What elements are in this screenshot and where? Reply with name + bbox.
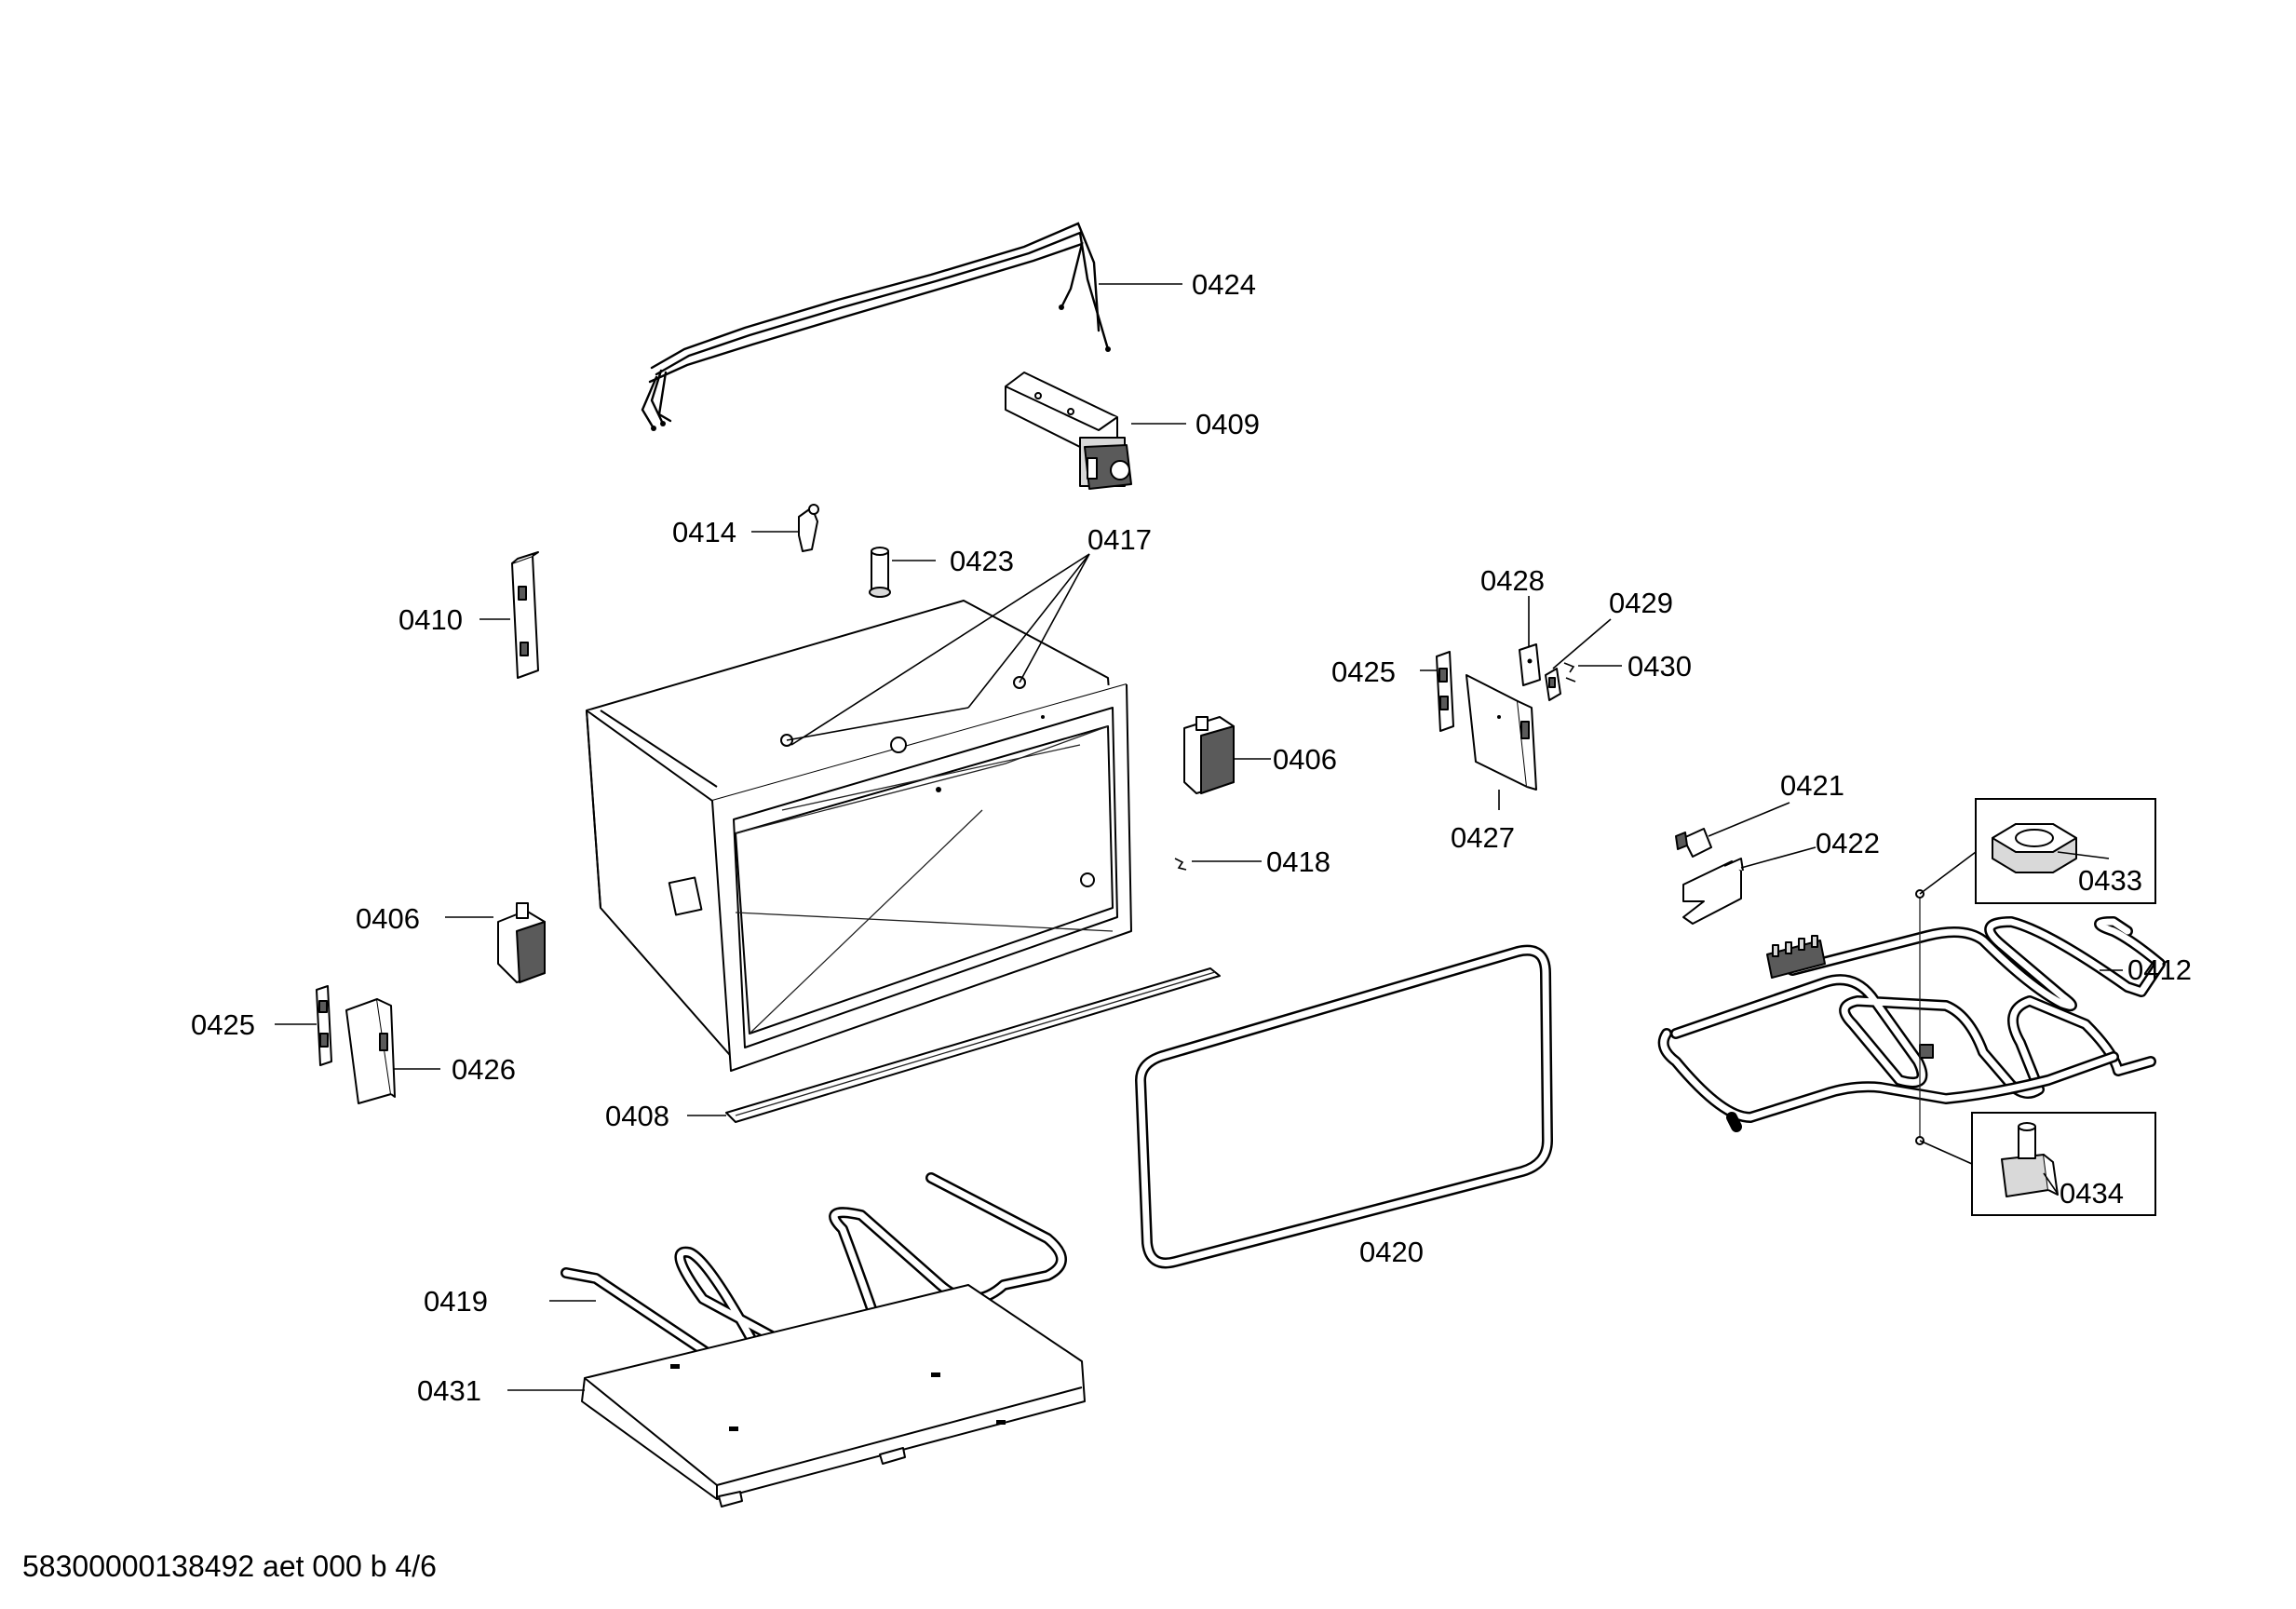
clip-0421 [1675, 828, 1712, 858]
document-reference: 58300000138492 aet 000 b 4/6 [22, 1549, 437, 1583]
label-0433: 0433 [2078, 864, 2142, 897]
label-0419: 0419 [424, 1285, 488, 1318]
clip-0414 [798, 504, 819, 552]
label-0430: 0430 [1627, 650, 1692, 683]
detail-box-0434 [1919, 1112, 2156, 1216]
clip-0429 [1545, 668, 1561, 701]
label-0408: 0408 [605, 1100, 669, 1132]
strip-0408 [725, 967, 1221, 1123]
lamp-housing-0406-left [497, 902, 546, 983]
label-0410: 0410 [398, 603, 463, 636]
plate-0428 [1519, 643, 1541, 686]
wiring-harness-0424 [641, 222, 1111, 431]
door-gasket-0420 [1135, 944, 1553, 1269]
upper-heating-element-0412 [1657, 916, 2166, 1132]
label-0427: 0427 [1451, 821, 1515, 854]
bracket-0422 [1682, 858, 1744, 925]
label-0406-right: 0406 [1273, 743, 1337, 776]
leader-lines [275, 283, 2123, 1391]
bracket-0410 [511, 551, 539, 679]
label-0422: 0422 [1816, 827, 1880, 859]
label-0414: 0414 [672, 516, 736, 548]
lamp-housing-0406-right [1183, 716, 1235, 794]
label-0434: 0434 [2060, 1177, 2124, 1210]
detail-box-0433 [1919, 798, 2156, 904]
motor-unit-0409 [1005, 372, 1132, 490]
oven-cavity [586, 600, 1132, 1072]
label-0426: 0426 [452, 1053, 516, 1086]
label-0429: 0429 [1609, 587, 1673, 619]
screw-0418 [1174, 858, 1187, 871]
label-0420: 0420 [1359, 1236, 1424, 1268]
label-0409: 0409 [1195, 408, 1260, 440]
hinge-0425-right [1436, 651, 1454, 732]
hinge-plate-0427 [1465, 674, 1537, 791]
label-0417: 0417 [1087, 523, 1152, 556]
sleeve-0423 [869, 547, 891, 598]
label-0418: 0418 [1266, 845, 1330, 878]
label-0421: 0421 [1780, 769, 1844, 802]
hinge-0425-left [316, 985, 332, 1066]
hinge-plate-0426 [345, 998, 396, 1104]
label-0428: 0428 [1480, 564, 1545, 597]
label-0425-left: 0425 [191, 1008, 255, 1041]
label-0423: 0423 [950, 545, 1014, 577]
label-0406-left: 0406 [356, 902, 420, 935]
label-0412: 0412 [2127, 953, 2192, 986]
label-0425-right: 0425 [1331, 656, 1396, 688]
bottom-tray-0431 [581, 1284, 1086, 1508]
label-0424: 0424 [1192, 268, 1256, 301]
label-0431: 0431 [417, 1374, 481, 1407]
screw-0430 [1563, 662, 1576, 683]
